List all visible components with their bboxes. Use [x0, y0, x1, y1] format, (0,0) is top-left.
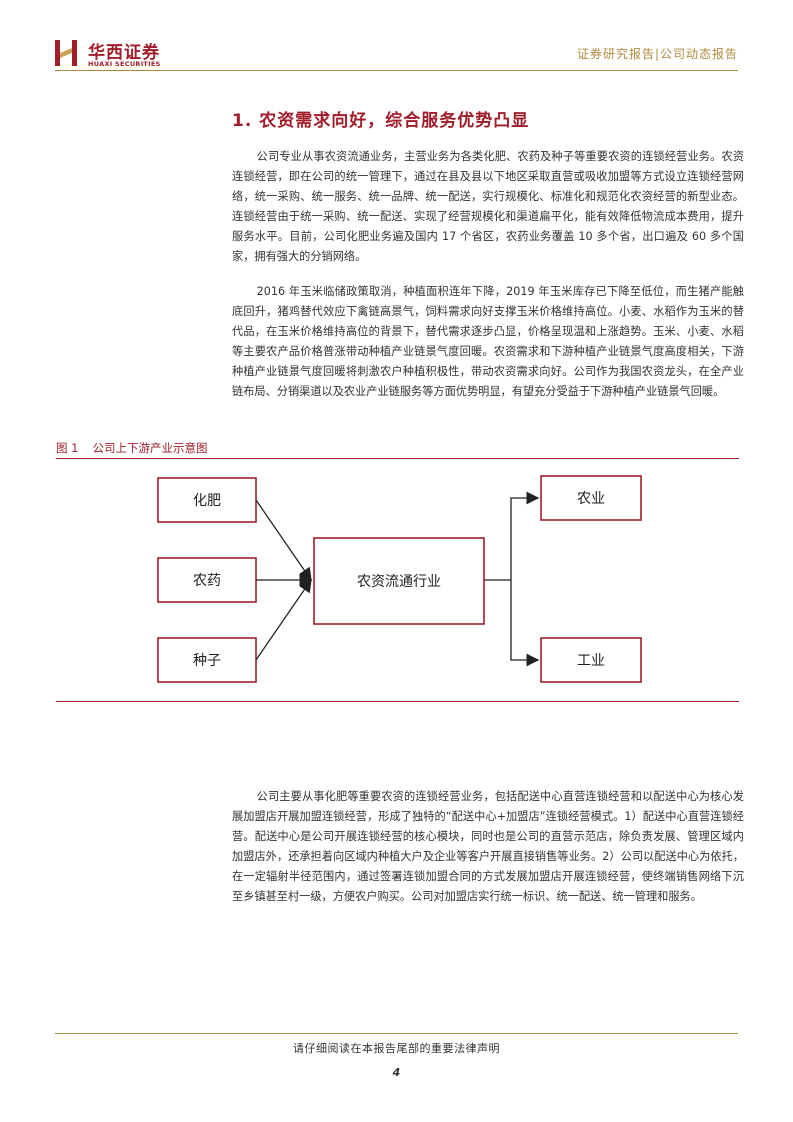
input-node-label: 种子 — [193, 653, 221, 669]
input-node-fertilizer: 化肥 — [157, 477, 257, 523]
legal-disclaimer: 请仔细阅读在本报告尾部的重要法律声明 — [293, 1042, 500, 1055]
body-paragraph-2: 2016 年玉米临储政策取消，种植面积连年下降，2019 年玉米库存已下降至低位… — [232, 285, 744, 398]
figure-caption-text: 公司上下游产业示意图 — [92, 441, 208, 455]
center-node-distribution: 农资流通行业 — [313, 537, 485, 625]
logo-chinese-name: 华西证券 — [88, 43, 160, 63]
figure-top-rule — [56, 458, 739, 459]
report-type-label: 证券研究报告|公司动态报告 — [576, 47, 738, 61]
huaxi-logo-icon — [55, 40, 77, 66]
output-node-agriculture: 农业 — [540, 475, 642, 521]
figure-caption: 图 1 公司上下游产业示意图 — [56, 440, 207, 456]
arrow-fertilizer-to-center — [255, 499, 312, 582]
input-node-pesticide: 农药 — [157, 557, 257, 603]
footer-divider — [55, 1033, 738, 1034]
header-divider — [55, 70, 738, 71]
figure-bottom-rule — [56, 701, 739, 702]
input-node-label: 化肥 — [193, 493, 221, 509]
section-title: 1. 农资需求向好，综合服务优势凸显 — [232, 111, 530, 131]
output-node-label: 农业 — [577, 491, 605, 507]
body-paragraph-3: 公司主要从事化肥等重要农资的连锁经营业务，包括配送中心直营连锁经营和以配送中心为… — [232, 790, 744, 903]
logo-english-name: HUAXI SECURITIES — [88, 60, 161, 68]
input-node-seed: 种子 — [157, 637, 257, 683]
output-node-label: 工业 — [577, 653, 605, 669]
arrow-seed-to-center — [255, 578, 312, 661]
input-node-label: 农药 — [193, 573, 221, 589]
arrow-center-to-agriculture — [510, 491, 540, 580]
arrow-center-to-industry — [510, 580, 540, 667]
figure-number: 图 1 — [56, 441, 79, 455]
center-node-label: 农资流通行业 — [357, 574, 441, 590]
page-number: 4 — [392, 1066, 401, 1079]
output-node-industry: 工业 — [540, 637, 642, 683]
industry-chain-diagram: 化肥 农药 种子 农资流通行业 农业 工业 — [157, 475, 642, 683]
body-paragraph-1: 公司专业从事农资流通业务，主营业务为各类化肥、农药及种子等重要农资的连锁经营业务… — [232, 150, 744, 263]
